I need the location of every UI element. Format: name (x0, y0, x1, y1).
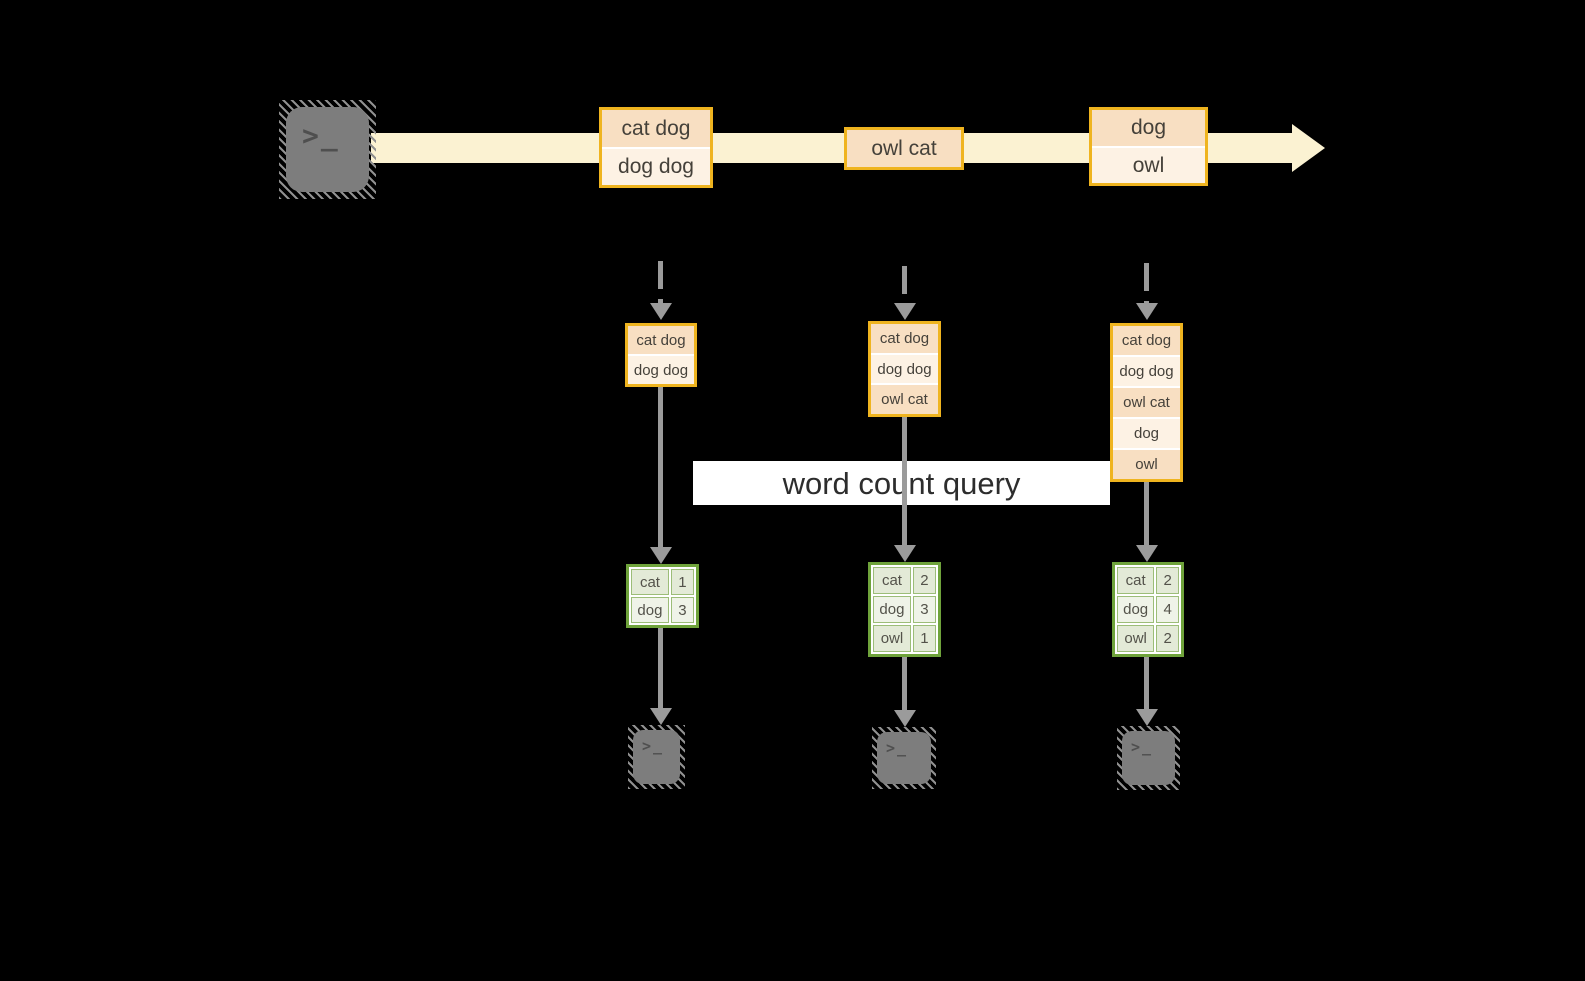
count-row: owl 1 (873, 625, 936, 652)
producer-terminal-icon: >_ (279, 100, 376, 199)
count-value: 2 (912, 567, 936, 594)
partition-3-buffer-stack: cat dog dog dog owl cat dog owl (1110, 323, 1183, 482)
stream-arrow-head-icon (1292, 124, 1325, 172)
count-value: 2 (1156, 625, 1179, 652)
count-row: cat 1 (631, 569, 694, 595)
partition-2-consumer-terminal-icon: >_ (872, 727, 936, 789)
count-value: 1 (670, 569, 694, 595)
buffer-message: dog (1113, 419, 1180, 448)
buffer-message: owl (1113, 450, 1180, 479)
partition-2-input-dashed-arrow (902, 266, 907, 303)
count-row: dog 3 (873, 596, 936, 623)
count-row: dog 3 (631, 597, 694, 623)
count-row: cat 2 (1117, 567, 1179, 594)
partition-1-count-table: cat 1 dog 3 (626, 564, 699, 628)
count-value: 3 (912, 596, 936, 623)
terminal-prompt-glyph: >_ (302, 119, 340, 152)
terminal-prompt-glyph: >_ (1131, 738, 1154, 756)
stream-message-group-2: owl cat (844, 127, 964, 170)
partition-1-output-arrow (658, 628, 663, 708)
buffer-message: cat dog (1113, 326, 1180, 355)
count-row: dog 4 (1117, 596, 1179, 623)
partition-3-output-arrow (1144, 657, 1149, 709)
partition-1-buffer-stack: cat dog dog dog (625, 323, 697, 387)
partition-2-buffer-stack: cat dog dog dog owl cat (868, 321, 941, 417)
partition-3-query-arrow (1144, 482, 1149, 545)
count-row: owl 2 (1117, 625, 1179, 652)
stream-message: owl (1092, 147, 1205, 183)
partition-2-output-arrow (902, 657, 907, 710)
stream-message-group-1: cat dog dog dog (599, 107, 713, 188)
partition-3-query-arrow-head-icon (1136, 545, 1158, 562)
terminal-screen: >_ (633, 730, 680, 784)
partition-1-output-arrow-head-icon (650, 708, 672, 725)
count-word: cat (631, 569, 669, 595)
terminal-prompt-glyph: >_ (886, 739, 909, 757)
count-word: dog (631, 597, 669, 623)
partition-1-query-arrow-head-icon (650, 547, 672, 564)
partition-3-count-table: cat 2 dog 4 owl 2 (1112, 562, 1184, 657)
partition-1-query-arrow (658, 387, 663, 547)
count-word: dog (1117, 596, 1155, 623)
terminal-screen: >_ (286, 107, 369, 192)
partition-3-consumer-terminal-icon: >_ (1117, 726, 1180, 790)
buffer-message: cat dog (628, 326, 694, 354)
count-word: cat (1117, 567, 1155, 594)
buffer-message: dog dog (628, 356, 694, 384)
stream-message: dog (1092, 110, 1205, 146)
buffer-message: cat dog (871, 324, 938, 353)
count-value: 4 (1156, 596, 1179, 623)
count-word: owl (873, 625, 911, 652)
partition-3-output-arrow-head-icon (1136, 709, 1158, 726)
terminal-screen: >_ (1122, 731, 1175, 785)
stream-message: owl cat (847, 130, 961, 167)
count-value: 2 (1156, 567, 1179, 594)
terminal-prompt-glyph: >_ (642, 737, 665, 755)
partition-2-output-arrow-head-icon (894, 710, 916, 727)
count-value: 3 (670, 597, 694, 623)
stream-message-group-3: dog owl (1089, 107, 1208, 186)
stream-message: dog dog (602, 148, 710, 185)
buffer-message: owl cat (1113, 388, 1180, 417)
partition-1-input-arrow-head-icon (650, 303, 672, 320)
count-value: 1 (912, 625, 936, 652)
count-word: owl (1117, 625, 1155, 652)
count-word: dog (873, 596, 911, 623)
stream-message: cat dog (602, 110, 710, 147)
partition-2-query-arrow-head-icon (894, 545, 916, 562)
buffer-message: dog dog (1113, 357, 1180, 386)
terminal-screen: >_ (877, 732, 931, 784)
count-row: cat 2 (873, 567, 936, 594)
partition-2-query-arrow (902, 417, 907, 545)
partition-1-consumer-terminal-icon: >_ (628, 725, 685, 789)
count-word: cat (873, 567, 911, 594)
partition-3-input-arrow-head-icon (1136, 303, 1158, 320)
partition-1-input-dashed-arrow (658, 261, 663, 303)
buffer-message: owl cat (871, 385, 938, 415)
partition-2-input-arrow-head-icon (894, 303, 916, 320)
query-banner: word count query (693, 461, 1110, 505)
partition-3-input-dashed-arrow (1144, 263, 1149, 303)
buffer-message: dog dog (871, 354, 938, 384)
partition-2-count-table: cat 2 dog 3 owl 1 (868, 562, 941, 657)
